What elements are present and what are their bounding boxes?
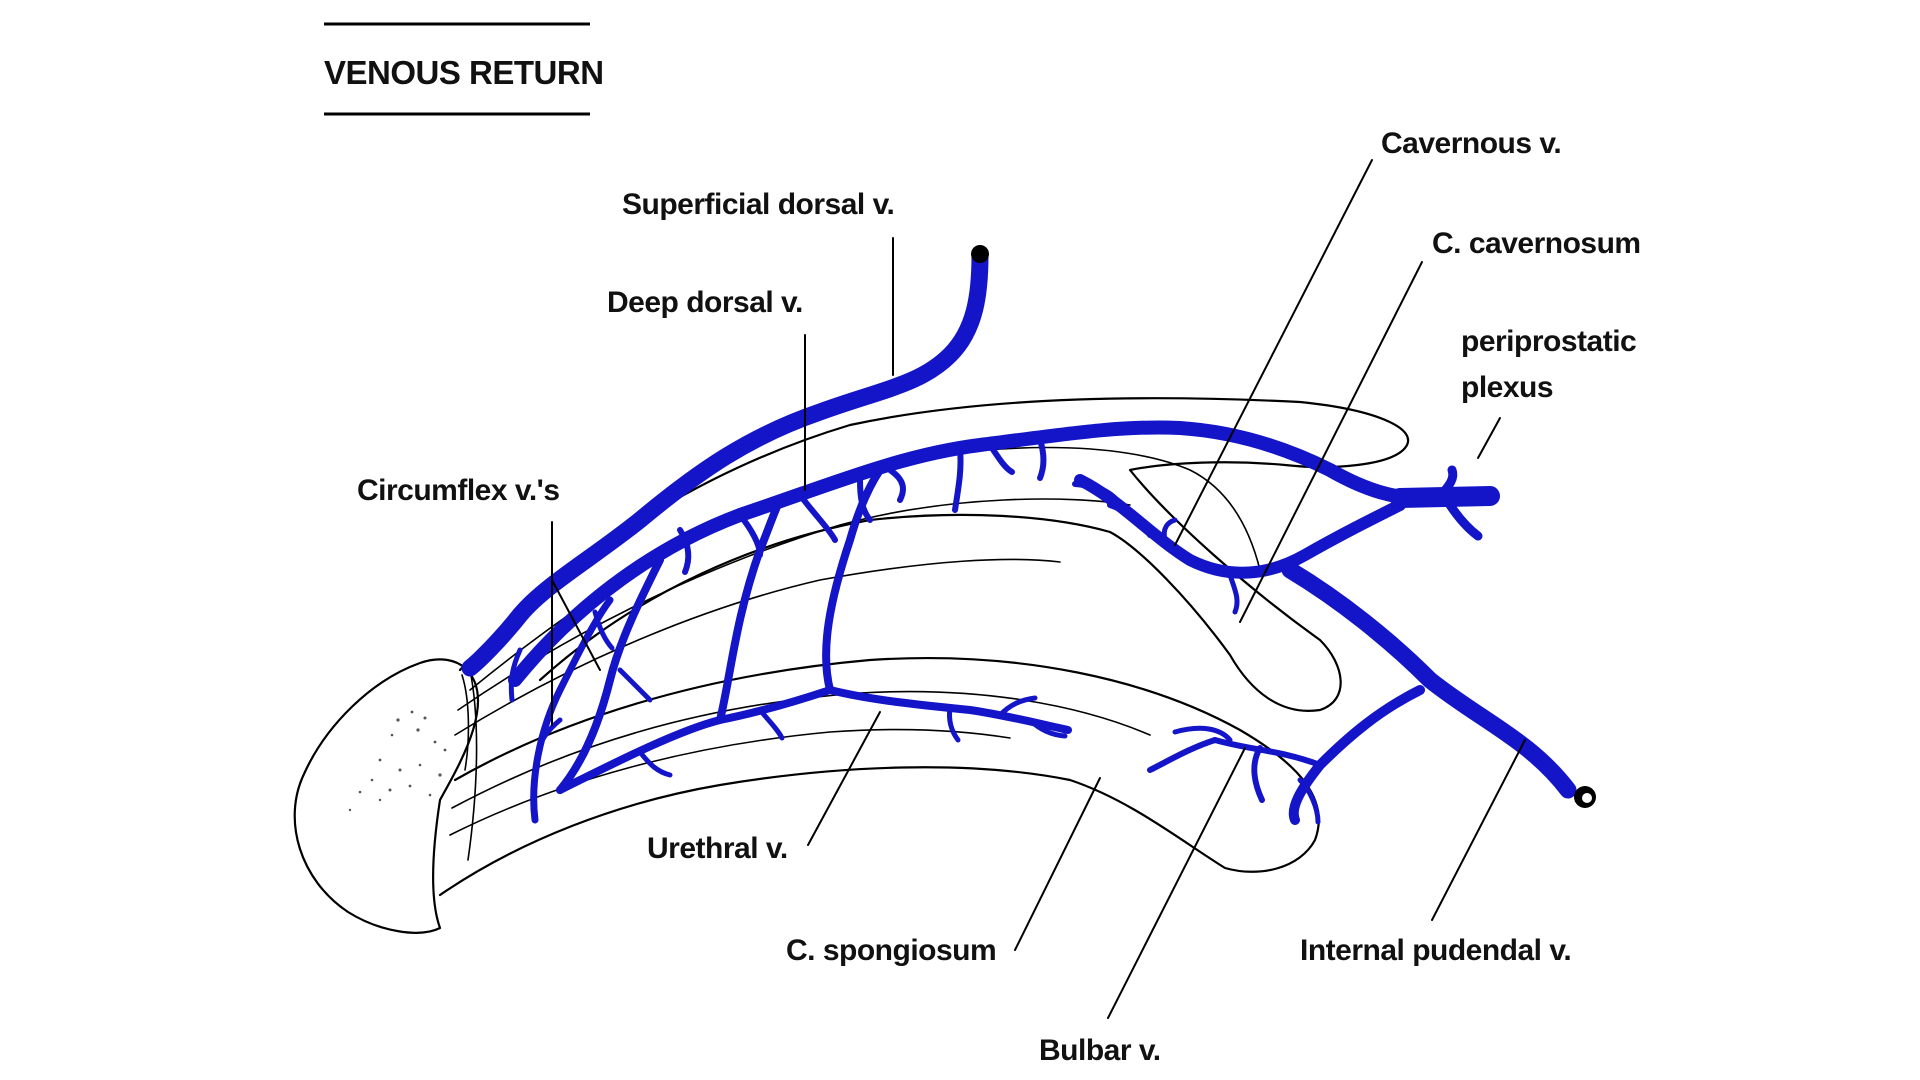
label-circumflex-vs: Circumflex v.'s xyxy=(357,474,560,507)
label-superficial-dorsal-v: Superficial dorsal v. xyxy=(622,188,894,221)
bulbar-branch-4 xyxy=(1175,728,1230,740)
label-c-spongiosum: C. spongiosum xyxy=(786,934,996,967)
title-block: VENOUS RETURN xyxy=(324,24,604,114)
label-plexus: plexus xyxy=(1461,371,1553,404)
shaft-base-lines xyxy=(462,670,477,860)
label-periprostatic: periprostatic xyxy=(1461,325,1636,358)
bulbar-branch-2 xyxy=(1254,748,1262,800)
tributary-3 xyxy=(800,495,835,540)
leader-internal-pudendal xyxy=(1432,740,1525,920)
label-c-cavernosum: C. cavernosum xyxy=(1432,227,1641,260)
cavernous-branch-3 xyxy=(1164,520,1175,540)
leader-cavernous xyxy=(1175,160,1372,545)
label-deep-dorsal-v: Deep dorsal v. xyxy=(607,286,803,319)
leader-periprostatic xyxy=(1478,418,1500,458)
superficial-dorsal-cap xyxy=(971,245,989,263)
label-cavernous-v: Cavernous v. xyxy=(1381,127,1561,160)
tributary-5 xyxy=(890,470,903,500)
leader-bulbar xyxy=(1108,748,1245,1018)
glans-texture xyxy=(349,711,447,812)
ventral-branch-1 xyxy=(620,670,650,700)
cavernosum-inner-line-2 xyxy=(458,499,1130,710)
ventral-branch-4 xyxy=(760,710,782,738)
label-bulbar-v: Bulbar v. xyxy=(1039,1034,1161,1067)
urethral-branch-2 xyxy=(949,708,958,740)
cavernous-vein xyxy=(1080,480,1400,573)
cavernous-branch-4 xyxy=(1230,575,1237,612)
diagram-title: VENOUS RETURN xyxy=(324,54,604,91)
veins xyxy=(470,255,1568,822)
tributary-2 xyxy=(740,515,760,555)
bulbar-branch-1 xyxy=(1215,740,1320,765)
bulbar-branch-3 xyxy=(1150,740,1215,770)
leader-c-spongiosum xyxy=(1015,778,1100,950)
internal-pudendal-cap-inner xyxy=(1582,793,1592,803)
circumflex-vein-1 xyxy=(826,470,880,690)
leader-urethral xyxy=(808,712,880,845)
periprostatic-branch-down xyxy=(1450,505,1478,536)
urethral-branch-1 xyxy=(1000,698,1035,715)
glans-outline xyxy=(295,659,478,932)
ventral-branch-6 xyxy=(595,612,612,648)
tributary-8 xyxy=(1040,440,1043,478)
label-internal-pudendal-v: Internal pudendal v. xyxy=(1300,934,1571,967)
tributary-6 xyxy=(955,450,961,510)
label-urethral-v: Urethral v. xyxy=(647,832,788,865)
